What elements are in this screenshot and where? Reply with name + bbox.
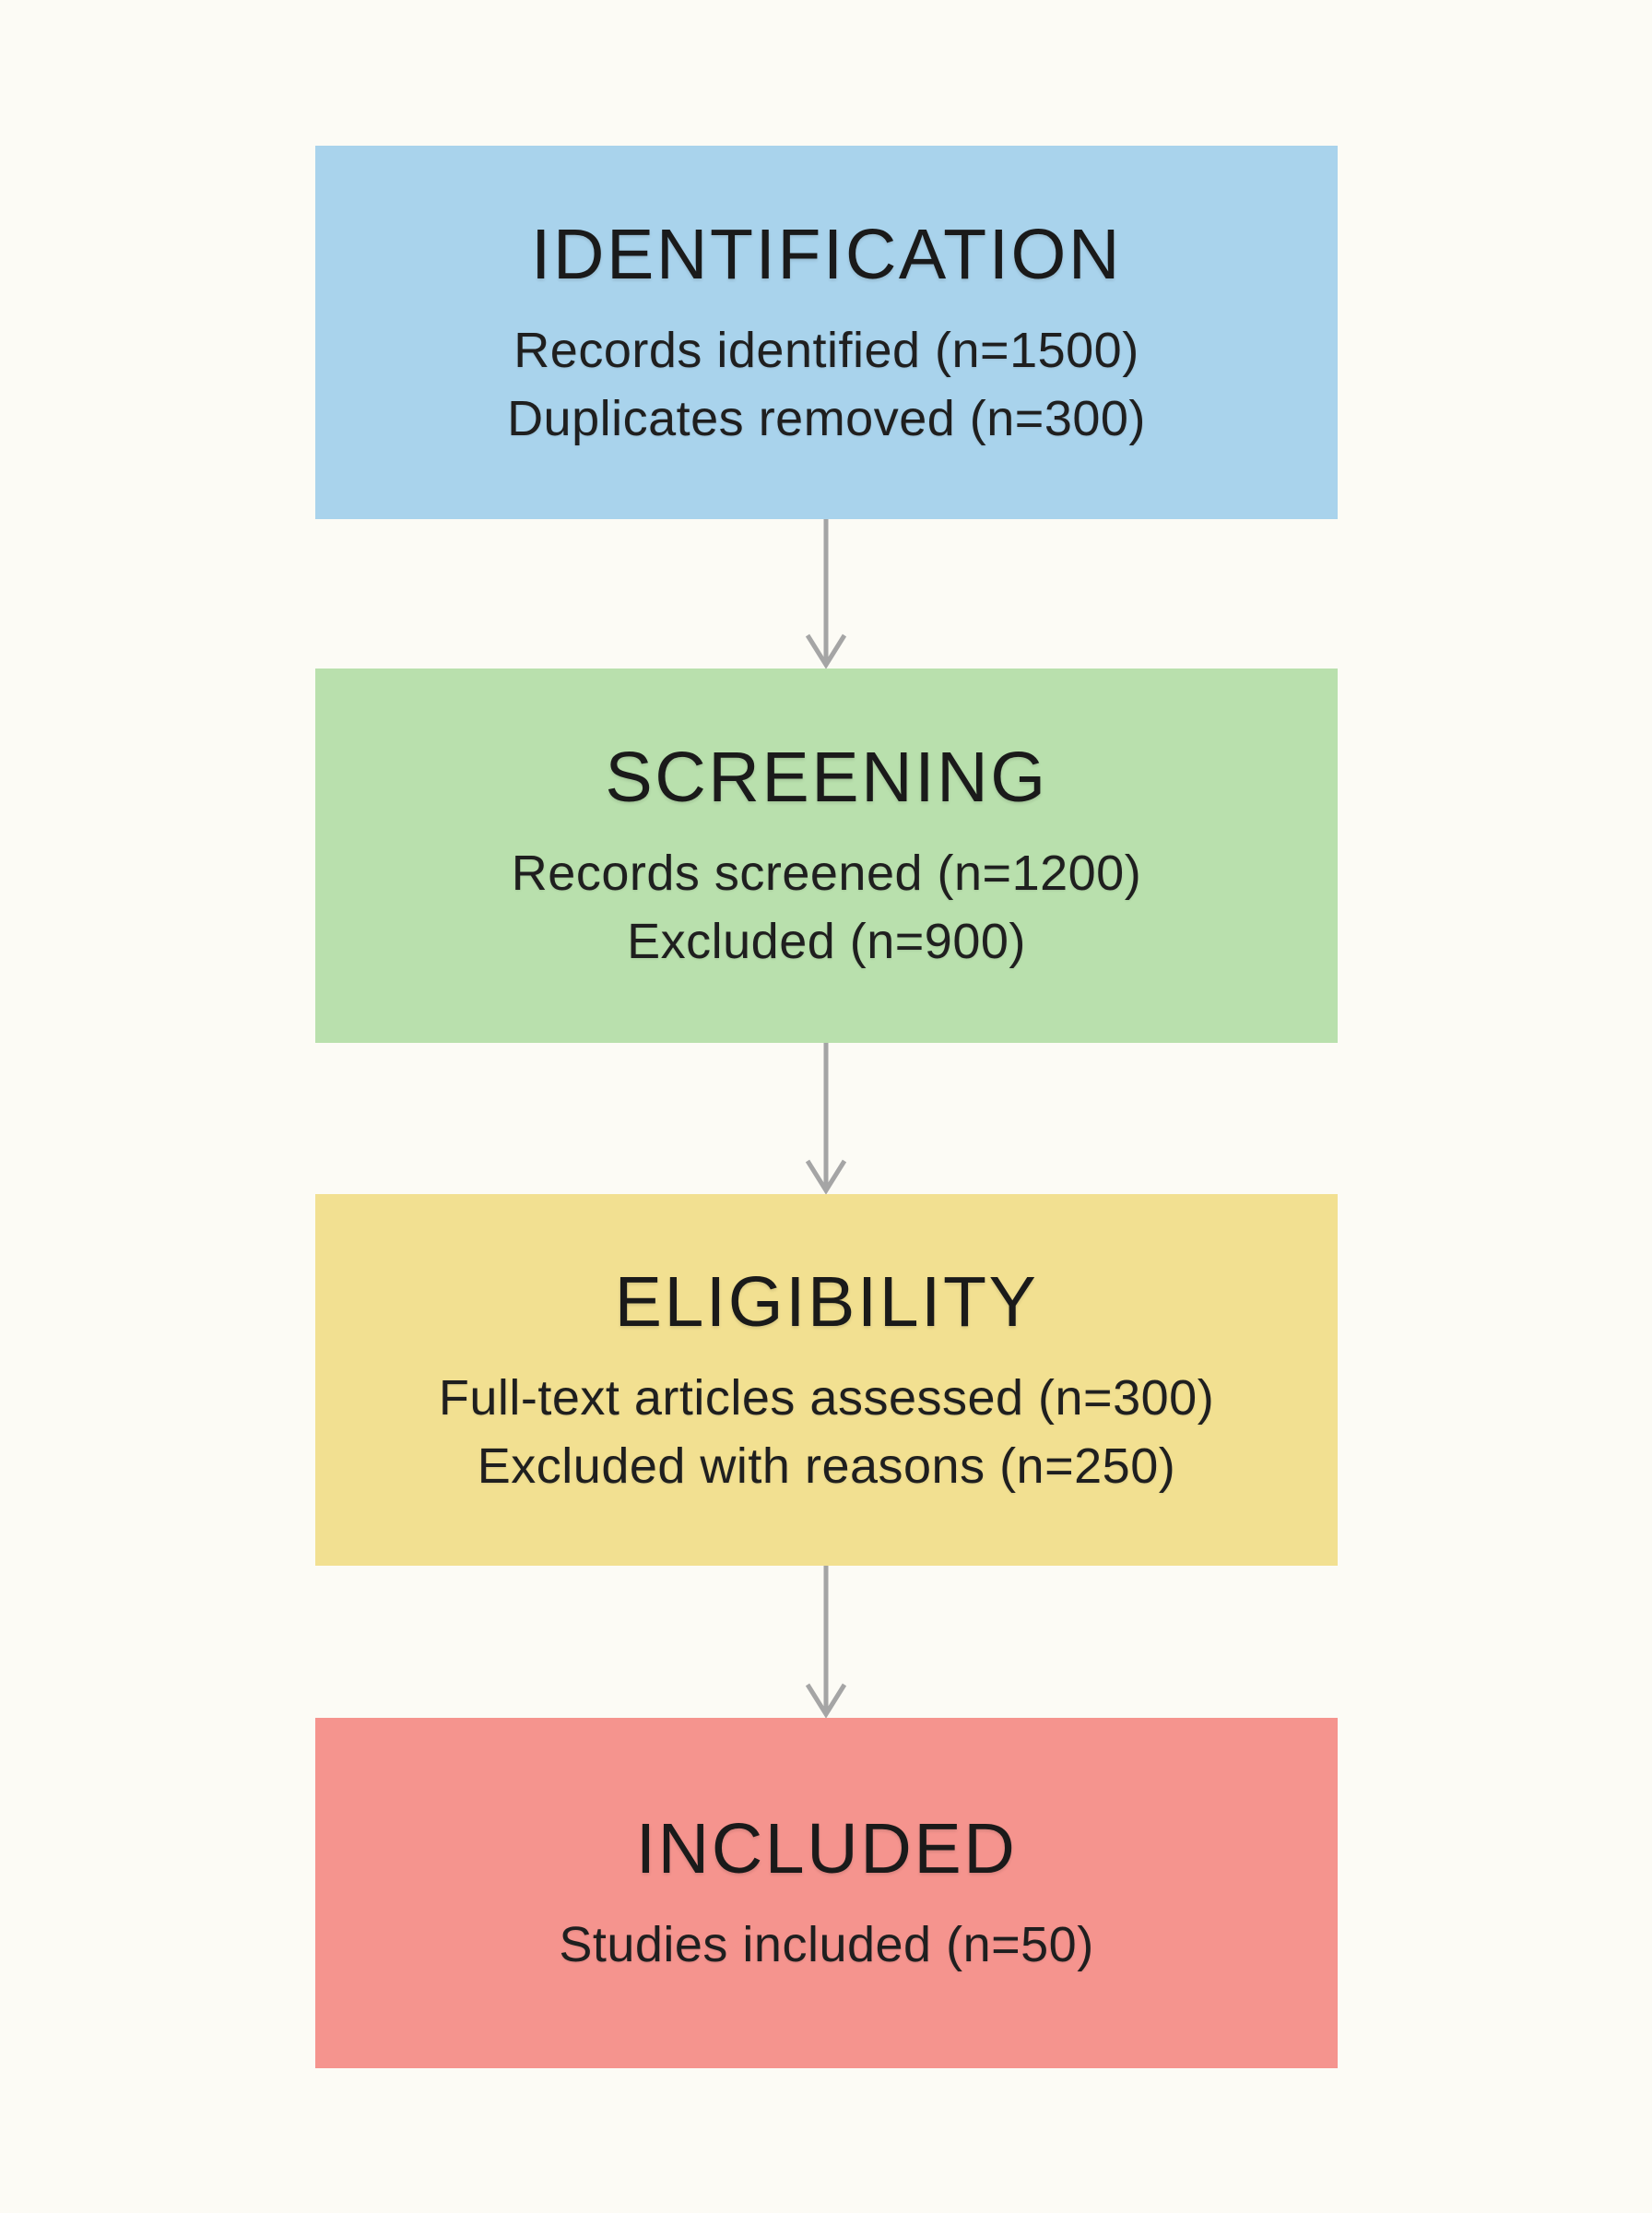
stage-detail-line: Records screened (n=1200) xyxy=(511,846,1142,901)
stage-detail-line: Full-text articles assessed (n=300) xyxy=(438,1369,1215,1426)
down-arrow xyxy=(798,1566,854,1718)
stage-detail-line: Records identified (n=1500) xyxy=(513,322,1139,378)
down-arrow xyxy=(798,519,854,669)
stage-title: ELIGIBILITY xyxy=(614,1261,1039,1342)
stage-detail-line: Excluded (n=900) xyxy=(627,914,1026,969)
down-arrow-icon xyxy=(805,519,847,669)
down-arrow-icon xyxy=(805,1043,847,1194)
stage-box-included: INCLUDED Studies included (n=50) xyxy=(315,1718,1338,2068)
stage-title: INCLUDED xyxy=(635,1809,1018,1888)
stage-detail-line: Excluded with reasons (n=250) xyxy=(477,1438,1176,1494)
stage-title: IDENTIFICATION xyxy=(531,214,1122,294)
stage-box-identification: IDENTIFICATION Records identified (n=150… xyxy=(315,146,1338,519)
stage-box-eligibility: ELIGIBILITY Full-text articles assessed … xyxy=(315,1194,1338,1566)
stage-detail-line: Duplicates removed (n=300) xyxy=(507,390,1146,446)
down-arrow-icon xyxy=(805,1566,847,1718)
stage-title: SCREENING xyxy=(605,738,1048,817)
stage-box-screening: SCREENING Records screened (n=1200) Excl… xyxy=(315,669,1338,1043)
down-arrow xyxy=(798,1043,854,1194)
stage-detail-line: Studies included (n=50) xyxy=(559,1917,1094,1972)
